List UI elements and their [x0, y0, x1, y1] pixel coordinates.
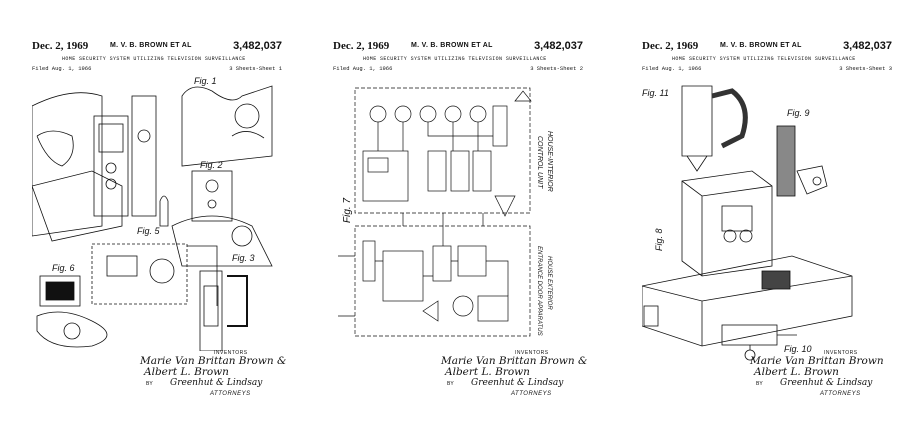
by-label: BY — [756, 381, 763, 387]
patent-number: 3,482,037 — [233, 40, 282, 52]
date: Dec. 2, 1969 — [642, 40, 699, 52]
inventor-names: Marie Van Brittan Brown &Albert L. Brown — [140, 356, 286, 378]
label-entrance-door: ENTRANCE DOOR APPARATUS — [536, 246, 542, 336]
inventor-name: Marie Van Brittan Brown & — [441, 355, 588, 367]
figure-label: Fig. 3 — [232, 253, 255, 263]
patent-sheet-2: Dec. 2, 1969 M. V. B. BROWN ET AL 3,482,03… — [333, 0, 593, 440]
inventor-name: Marie Van Brittan Brown — [750, 355, 884, 367]
drawing-figures-1-6: Fig. 1 Fig. 2 Fig. 5 Fig. 6 Fig. 3 — [32, 76, 273, 351]
inventor-names: Marie Van Brittan Brown &Albert L. Brown — [441, 356, 587, 378]
figure-label: Fig. 8 — [654, 228, 664, 251]
attorney-signature: Greenhut & Lindsay — [780, 378, 873, 388]
patent-number: 3,482,037 — [843, 40, 892, 52]
figure-label: Fig. 7 — [342, 198, 353, 223]
date: Dec. 2, 1969 — [32, 40, 89, 52]
sheet-number: 3 Sheets-Sheet 1 — [229, 65, 282, 72]
figure-label: Fig. 2 — [200, 160, 223, 170]
attorney-signature: Greenhut & Lindsay — [471, 378, 564, 388]
attorney-signature: Greenhut & Lindsay — [170, 378, 263, 388]
drawing-figure-7-schematic: Fig. 7 CONTROL UNIT HOUSE-INTERIOR ENTRA… — [338, 87, 553, 337]
sheet-number: 3 Sheets-Sheet 3 — [839, 65, 892, 72]
date: Dec. 2, 1969 — [333, 40, 390, 52]
inventor-name: Albert L. Brown — [144, 366, 229, 378]
patent-sheet-3: Dec. 2, 1969 M. V. B. BROWN ET AL 3,482,03… — [642, 0, 902, 440]
by-label: BY — [447, 381, 454, 387]
figure-label: Fig. 10 — [784, 344, 812, 354]
by-label: BY — [146, 381, 153, 387]
inventor-name: Albert L. Brown — [445, 366, 530, 378]
figure-label: Fig. 11 — [642, 88, 669, 98]
filed-date: Filed Aug. 1, 1966 — [333, 65, 393, 72]
patent-title: HOME SECURITY SYSTEM UTILIZING TELEVISIO… — [363, 56, 547, 62]
drawing-figures-8-11: Fig. 11 Fig. 9 Fig. 8 — [642, 85, 853, 347]
inventor-name: Albert L. Brown — [754, 366, 839, 378]
inventor-name: Marie Van Brittan Brown & — [140, 355, 287, 367]
figure-label: Fig. 1 — [194, 76, 217, 86]
inventor: M. V. B. BROWN ET AL — [411, 42, 493, 49]
inventors-label: INVENTORS — [824, 350, 858, 356]
drawing-figure-10: Fig. 10 — [721, 324, 812, 361]
attorneys-label: ATTORNEYS — [820, 391, 861, 397]
filed-date: Filed Aug. 1, 1966 — [642, 65, 702, 72]
figure-label: Fig. 6 — [52, 263, 75, 273]
label-control-unit: CONTROL UNIT — [536, 136, 543, 189]
attorneys-label: ATTORNEYS — [511, 391, 552, 397]
figure-label: Fig. 5 — [137, 226, 161, 236]
attorneys-label: ATTORNEYS — [210, 391, 251, 397]
inventor: M. V. B. BROWN ET AL — [110, 42, 192, 49]
inventor: M. V. B. BROWN ET AL — [720, 42, 802, 49]
patent-sheet-1: Dec. 2, 1969 M. V. B. BROWN ET AL 3,482,03… — [32, 0, 292, 440]
label-house-interior: HOUSE-INTERIOR — [546, 131, 553, 192]
sheet-number: 3 Sheets-Sheet 2 — [530, 65, 583, 72]
filed-date: Filed Aug. 1, 1966 — [32, 65, 92, 72]
figure-label: Fig. 9 — [787, 108, 810, 118]
label-house-exterior: HOUSE EXTERIOR — [546, 256, 552, 310]
patent-title: HOME SECURITY SYSTEM UTILIZING TELEVISIO… — [672, 56, 856, 62]
inventors-label: INVENTORS — [515, 350, 549, 356]
patent-number: 3,482,037 — [534, 40, 583, 52]
inventors-label: INVENTORS — [214, 350, 248, 356]
patent-title: HOME SECURITY SYSTEM UTILIZING TELEVISIO… — [62, 56, 246, 62]
